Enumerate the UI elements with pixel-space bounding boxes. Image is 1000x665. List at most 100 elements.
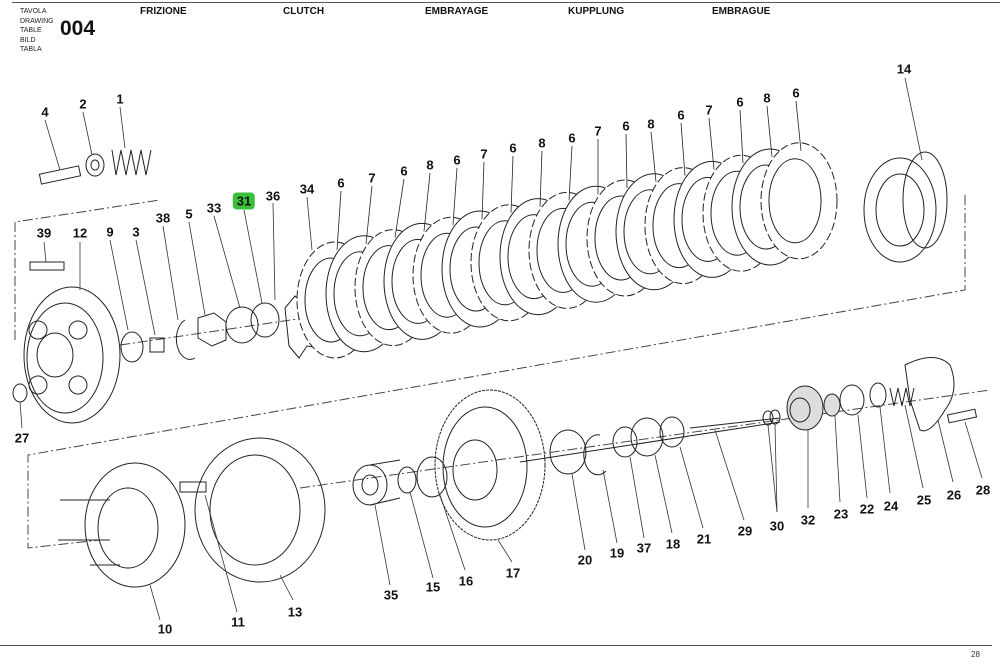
washer-33: [225, 306, 259, 344]
callout-26[interactable]: 26: [946, 487, 962, 503]
callout-11[interactable]: 11: [231, 614, 245, 630]
callout-39[interactable]: 39: [36, 225, 52, 241]
screw-11: [179, 481, 207, 493]
shaft-29: [689, 417, 781, 429]
leader-line: [365, 185, 373, 244]
header-rule: [12, 2, 1000, 3]
leader-line: [336, 190, 342, 251]
leader-line: [680, 122, 686, 176]
callout-20[interactable]: 20: [577, 552, 593, 568]
callout-15[interactable]: 15: [425, 579, 441, 595]
callout-10[interactable]: 10: [157, 621, 173, 637]
callout-plate[interactable]: 7: [705, 102, 713, 118]
callout-25[interactable]: 25: [916, 492, 932, 508]
leader-line: [625, 133, 628, 189]
title-spanish: EMBRAGUE: [712, 6, 771, 17]
callout-29[interactable]: 29: [737, 523, 753, 539]
callout-plate[interactable]: 6: [736, 94, 744, 110]
callout-plate[interactable]: 8: [763, 90, 771, 106]
oring-15: [397, 466, 417, 494]
seal-24: [869, 382, 887, 408]
callout-22[interactable]: 22: [859, 501, 875, 517]
callout-19[interactable]: 19: [609, 545, 625, 561]
callout-36[interactable]: 36: [265, 188, 281, 204]
callout-18[interactable]: 18: [665, 536, 681, 552]
callout-5[interactable]: 5: [185, 206, 193, 222]
callout-21[interactable]: 21: [696, 531, 712, 547]
callout-35[interactable]: 35: [383, 587, 399, 603]
callout-34[interactable]: 34: [299, 181, 315, 197]
title-french: EMBRAYAGE: [425, 6, 489, 17]
callout-38[interactable]: 38: [155, 210, 171, 226]
callout-plate[interactable]: 7: [594, 123, 602, 139]
leader-line: [708, 117, 715, 170]
callout-27[interactable]: 27: [14, 430, 30, 446]
callout-3[interactable]: 3: [132, 224, 140, 240]
callout-16[interactable]: 16: [458, 573, 474, 589]
leader-line: [766, 105, 773, 158]
callout-23[interactable]: 23: [833, 506, 849, 522]
callout-37[interactable]: 37: [636, 540, 652, 556]
table-labels: TAVOLA DRAWING TABLE BILD TABLA: [20, 7, 54, 55]
leader-line: [539, 150, 543, 207]
label-bild: BILD: [20, 36, 36, 44]
gear-17: [434, 389, 546, 541]
spacer-35: [352, 459, 401, 506]
callout-28[interactable]: 28: [975, 482, 991, 498]
leader-lines: [19, 77, 983, 621]
clutch-basket-13: [194, 437, 326, 583]
callout-1[interactable]: 1: [116, 91, 124, 107]
callout-plate[interactable]: 6: [792, 85, 800, 101]
clutch-plate-stack: [296, 100, 838, 359]
callout-plate[interactable]: 7: [480, 146, 488, 162]
callout-24[interactable]: 24: [883, 498, 899, 514]
callout-plate[interactable]: 6: [453, 152, 461, 168]
label-tabla: TABLA: [20, 46, 42, 53]
callout-30[interactable]: 30: [769, 518, 785, 534]
nut-5: [197, 312, 227, 347]
washer-31: [250, 302, 280, 338]
footer-rule: [0, 645, 992, 646]
bushing-22: [839, 384, 865, 416]
page-number: 28: [971, 650, 980, 659]
callout-12[interactable]: 12: [72, 225, 88, 241]
leader-line: [739, 109, 744, 164]
callout-14[interactable]: 14: [896, 61, 912, 77]
callout-9[interactable]: 9: [106, 224, 114, 240]
title-italian: FRIZIONE: [140, 6, 187, 17]
callout-plate[interactable]: 6: [337, 175, 345, 191]
oring-30a: [762, 410, 774, 426]
callout-plate[interactable]: 8: [426, 157, 434, 173]
label-drawing: DRAWING: [20, 17, 54, 25]
callout-13[interactable]: 13: [287, 604, 303, 620]
callout-4[interactable]: 4: [41, 104, 49, 120]
label-table: TABLE: [20, 27, 42, 34]
clutch-plate-inner: [768, 158, 822, 244]
piston-32: [786, 385, 824, 431]
callout-17[interactable]: 17: [505, 565, 521, 581]
callout-plate[interactable]: 8: [647, 116, 655, 132]
callout-plate[interactable]: 8: [538, 135, 546, 151]
callout-32[interactable]: 32: [800, 512, 816, 528]
callout-plate[interactable]: 7: [368, 170, 376, 186]
bolt-28: [946, 408, 978, 424]
pin-39: [29, 261, 65, 271]
callout-plate[interactable]: 6: [622, 118, 630, 134]
seal-23: [823, 393, 841, 417]
callout-plate[interactable]: 6: [400, 163, 408, 179]
callout-plate[interactable]: 6: [568, 130, 576, 146]
oring-30b: [769, 409, 781, 425]
oring-27: [12, 383, 28, 403]
callout-plate[interactable]: 6: [677, 107, 685, 123]
callout-plate[interactable]: 6: [509, 140, 517, 156]
leader-line: [568, 145, 573, 201]
leader-line: [481, 161, 485, 220]
callout-31-highlighted[interactable]: 31: [232, 192, 256, 210]
slave-cylinder-26: [904, 357, 955, 432]
screw-4: [38, 165, 82, 185]
callout-33[interactable]: 33: [206, 200, 222, 216]
callout-2[interactable]: 2: [79, 96, 87, 112]
bearing-9: [120, 331, 144, 363]
clutch-hub-10: [58, 462, 186, 588]
